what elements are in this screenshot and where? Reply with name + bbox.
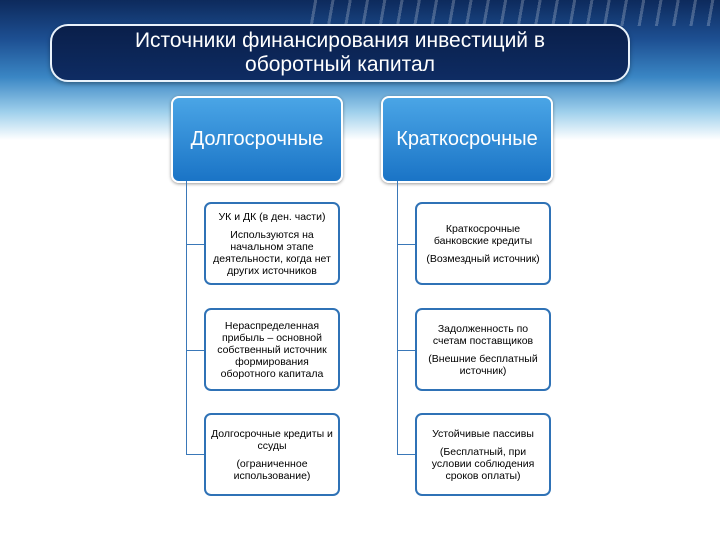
- item-title: Нераспределенная прибыль – основной собс…: [217, 319, 327, 380]
- short-term-header: Краткосрочные: [381, 96, 553, 183]
- long-term-branch-3: [186, 454, 204, 455]
- item-title: Долгосрочные кредиты и ссуды: [211, 427, 333, 452]
- item-title: УК и ДК (в ден. части): [218, 210, 326, 223]
- short-term-branch-3: [397, 454, 415, 455]
- long-term-item-2: Нераспределенная прибыль – основной собс…: [204, 308, 340, 391]
- page-title: Источники финансирования инвестиций в об…: [134, 29, 546, 76]
- long-term-item-1: УК и ДК (в ден. части) Используются на н…: [204, 202, 340, 285]
- short-term-branch-2: [397, 350, 415, 351]
- item-note: (Внешние бесплатный источник): [428, 352, 538, 377]
- long-term-header: Долгосрочные: [171, 96, 343, 183]
- short-term-connector: [397, 181, 398, 454]
- short-term-item-2: Задолженность по счетам поставщиков (Вне…: [415, 308, 551, 391]
- item-title: Устойчивые пассивы: [432, 427, 534, 440]
- item-note: (Возмездный источник): [426, 252, 540, 265]
- long-term-header-label: Долгосрочные: [190, 128, 324, 150]
- long-term-branch-1: [186, 244, 204, 245]
- short-term-item-1: Краткосрочные банковские кредиты (Возмез…: [415, 202, 551, 285]
- item-note: Используются на начальном этапе деятельн…: [213, 228, 331, 277]
- long-term-branch-2: [186, 350, 204, 351]
- item-note: (Бесплатный, при условии соблюдения срок…: [431, 445, 535, 482]
- short-term-item-3: Устойчивые пассивы (Бесплатный, при усло…: [415, 413, 551, 496]
- item-title: Задолженность по счетам поставщиков: [432, 322, 534, 347]
- item-title: Краткосрочные банковские кредиты: [433, 222, 533, 247]
- long-term-item-3: Долгосрочные кредиты и ссуды (ограниченн…: [204, 413, 340, 496]
- title-banner: Источники финансирования инвестиций в об…: [50, 24, 630, 82]
- long-term-connector: [186, 181, 187, 454]
- short-term-branch-1: [397, 244, 415, 245]
- short-term-header-label: Краткосрочные: [396, 128, 538, 150]
- item-note: (ограниченное использование): [233, 457, 311, 482]
